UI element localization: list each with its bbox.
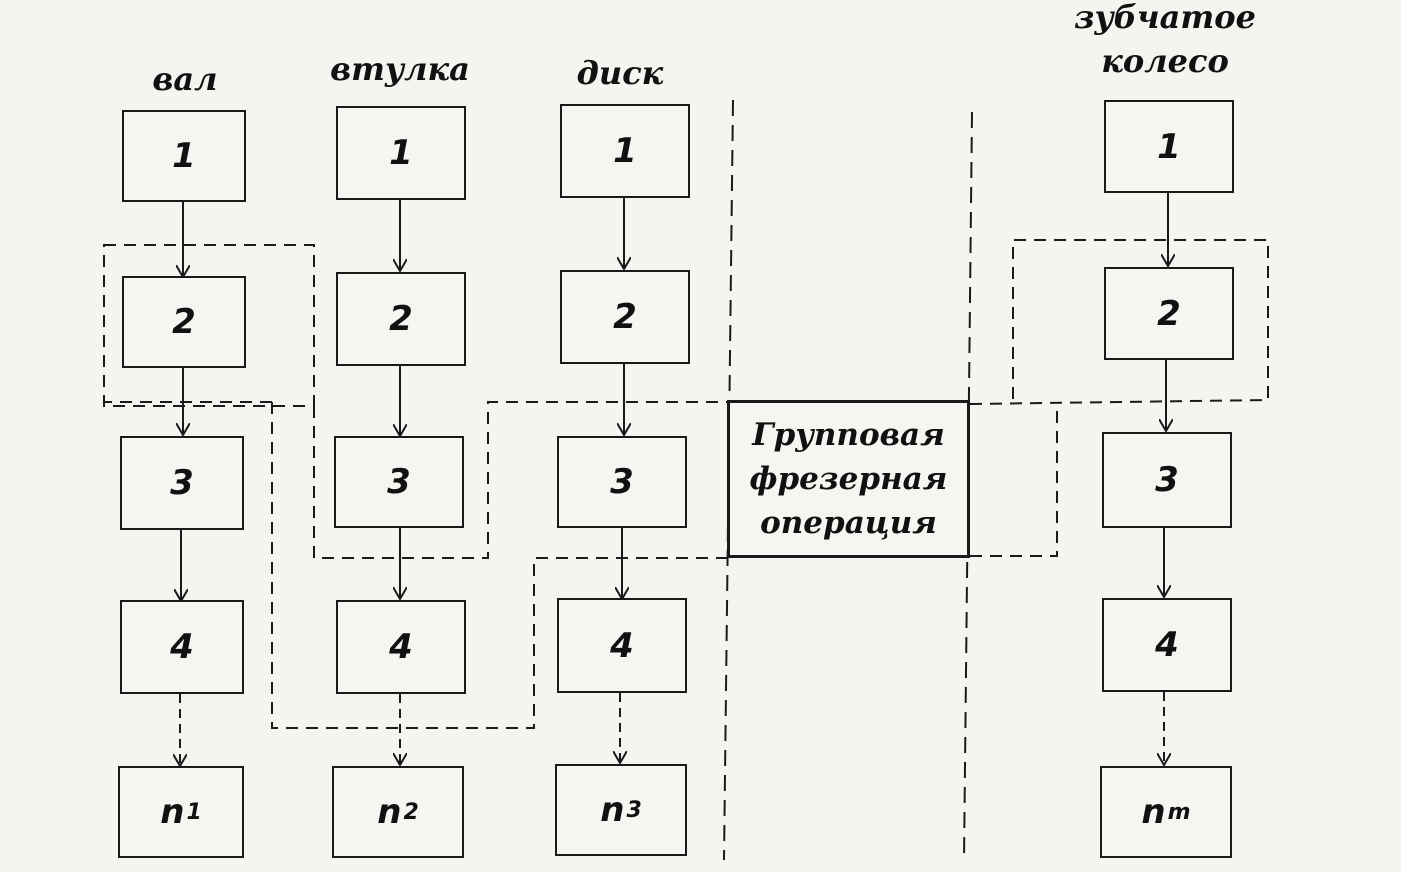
- column-title-gear-line1: зубчатое: [1074, 0, 1256, 36]
- group-operation-line1: Групповая: [752, 417, 945, 453]
- group-operation-line3: операция: [760, 505, 937, 541]
- group-outline-lower: [271, 402, 727, 729]
- operation-box: 1: [560, 104, 690, 198]
- operation-box: 4: [120, 600, 244, 694]
- group-operation-line2: фрезерная: [749, 461, 948, 497]
- operation-box: 4: [336, 600, 466, 694]
- column-title-val: вал: [152, 60, 218, 98]
- operation-box: 2: [1104, 267, 1234, 360]
- group-operation-box: Групповая фрезерная операция: [727, 400, 970, 558]
- group-outline-gear-bottom: [970, 404, 1058, 557]
- operation-box: 2: [122, 276, 246, 368]
- operation-box: 2: [336, 272, 466, 366]
- operation-box: 1: [336, 106, 466, 200]
- operation-box: 3: [1102, 432, 1232, 528]
- operation-box: 2: [560, 270, 690, 364]
- operation-box: 1: [1104, 100, 1234, 193]
- operation-box: 1: [122, 110, 246, 202]
- column-title-disk: диск: [576, 54, 664, 92]
- column-title-gear-line2: колесо: [1101, 42, 1229, 80]
- column-title-vtulka: втулка: [330, 50, 470, 88]
- operation-box: 3: [120, 436, 244, 530]
- group-outline-middle: [313, 401, 727, 559]
- operation-box: 4: [557, 598, 687, 693]
- operation-box: 3: [557, 436, 687, 528]
- operation-box: 3: [334, 436, 464, 528]
- operation-box: 4: [1102, 598, 1232, 692]
- group-outline-gear: [969, 239, 1269, 405]
